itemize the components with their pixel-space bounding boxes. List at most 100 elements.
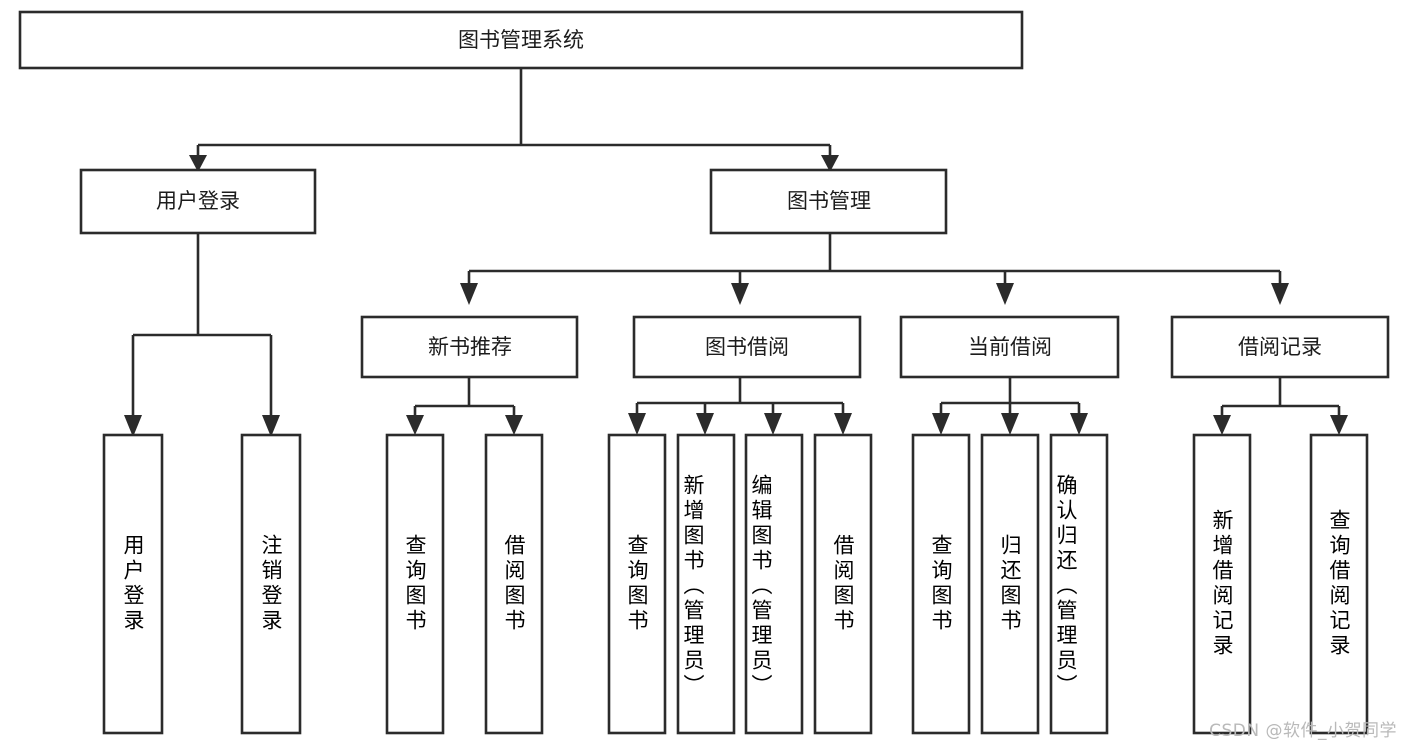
leaf-return-book-text-wrap: 归还图书 (998, 534, 1022, 634)
leaf-add-borrow-record-text-wrap: 新增借阅记录 (1210, 509, 1234, 659)
node-borrow-record-box[interactable] (1170, 315, 1390, 379)
leaf-edit-book-admin-box[interactable] (744, 433, 804, 735)
leaf-query-book-3-label: 查询图书 (929, 534, 953, 634)
node-root[interactable]: 图书管理系统 (18, 10, 1024, 70)
leaf-add-book-admin-box[interactable] (676, 433, 736, 735)
leaf-node-return-book[interactable]: 归还图书 (980, 433, 1040, 735)
leaf-confirm-return-admin-text-wrap: 确认归还（管理员） (1054, 473, 1078, 699)
leaf-query-book-1-label: 查询图书 (403, 534, 427, 634)
leaf-node-query-book-1[interactable]: 查询图书 (385, 433, 445, 735)
leaf-node-query-book-3[interactable]: 查询图书 (911, 433, 971, 735)
arrow-head-leaf-query-book-3 (932, 413, 950, 435)
connector-group-user-login (124, 233, 280, 437)
node-current-borrow-label: 当前借阅 (968, 335, 1052, 359)
leaf-query-book-2-text-wrap: 查询图书 (625, 534, 649, 634)
leaf-borrow-book-2-text-wrap: 借阅图书 (831, 534, 855, 634)
leaf-logout-login-text-wrap: 注销登录 (259, 534, 283, 634)
arrow-head-book-manage (821, 155, 839, 172)
arrow-head-borrow-record (1271, 283, 1289, 305)
node-new-book-recommend[interactable]: 新书推荐 (360, 315, 579, 379)
leaf-node-query-borrow-record[interactable]: 查询借阅记录 (1309, 433, 1369, 735)
leaf-node-user-login[interactable]: 用户登录 (102, 433, 164, 735)
arrow-head-leaf-borrow-book-2 (834, 413, 852, 435)
node-book-borrow-label: 图书借阅 (705, 335, 789, 359)
leaf-query-borrow-record-box[interactable] (1309, 433, 1369, 735)
node-root-label: 图书管理系统 (458, 28, 584, 52)
node-current-borrow[interactable]: 当前借阅 (899, 315, 1120, 379)
arrow-head-leaf-user-login (124, 415, 142, 437)
node-book-borrow[interactable]: 图书借阅 (632, 315, 862, 379)
arrow-head-leaf-query-borrow-record (1330, 415, 1348, 435)
leaf-node-logout-login[interactable]: 注销登录 (240, 433, 302, 735)
node-borrow-record-label: 借阅记录 (1238, 335, 1322, 359)
arrow-head-leaf-logout-login (262, 415, 280, 437)
arrow-head-user-login (189, 155, 207, 172)
leaf-query-book-2-label: 查询图书 (625, 534, 649, 634)
connector-group-book-borrow (628, 377, 852, 435)
node-user-login[interactable]: 用户登录 (79, 168, 317, 235)
leaf-add-book-admin-text-wrap: 新增图书（管理员） (681, 473, 705, 699)
leaf-return-book-label: 归还图书 (998, 534, 1022, 634)
leaf-user-login-box[interactable] (102, 433, 164, 735)
node-borrow-record[interactable]: 借阅记录 (1170, 315, 1390, 379)
leaf-borrow-book-1-label: 借阅图书 (502, 534, 526, 634)
arrow-head-new-book-recommend (460, 283, 478, 305)
leaf-logout-login-box[interactable] (240, 433, 302, 735)
leaf-node-edit-book-admin[interactable]: 编辑图书（管理员） (744, 433, 804, 735)
leaf-node-query-book-2[interactable]: 查询图书 (607, 433, 667, 735)
leaf-return-book-box[interactable] (980, 433, 1040, 735)
node-book-manage[interactable]: 图书管理 (709, 168, 948, 235)
arrow-head-leaf-add-borrow-record (1213, 415, 1231, 435)
arrow-head-book-borrow (731, 283, 749, 305)
leaf-edit-book-admin-label: 编辑图书（管理员） (749, 473, 773, 699)
arrow-head-leaf-borrow-book-1 (505, 415, 523, 435)
leaf-node-borrow-book-1[interactable]: 借阅图书 (484, 433, 544, 735)
leaf-borrow-book-1-text-wrap: 借阅图书 (502, 534, 526, 634)
leaf-query-book-2-box[interactable] (607, 433, 667, 735)
arrow-head-current-borrow (996, 283, 1014, 305)
leaf-query-borrow-record-label: 查询借阅记录 (1327, 509, 1351, 659)
node-current-borrow-box[interactable] (899, 315, 1120, 379)
leaf-add-book-admin-label: 新增图书（管理员） (681, 473, 705, 699)
leaf-query-book-3-box[interactable] (911, 433, 971, 735)
leaf-user-login-label: 用户登录 (121, 534, 145, 634)
leaf-query-borrow-record-text-wrap: 查询借阅记录 (1327, 509, 1351, 659)
node-user-login-box[interactable] (79, 168, 317, 235)
arrow-head-leaf-confirm-return-admin (1070, 413, 1088, 435)
node-book-manage-label: 图书管理 (787, 189, 871, 213)
leaf-node-borrow-book-2[interactable]: 借阅图书 (813, 433, 873, 735)
connector-group-new-book-recommend (406, 377, 523, 435)
leaf-edit-book-admin-text-wrap: 编辑图书（管理员） (749, 473, 773, 699)
node-new-book-recommend-box[interactable] (360, 315, 579, 379)
leaf-confirm-return-admin-box[interactable] (1049, 433, 1109, 735)
node-book-borrow-box[interactable] (632, 315, 862, 379)
arrow-head-leaf-query-book-2 (628, 413, 646, 435)
leaf-query-book-1-text-wrap: 查询图书 (403, 534, 427, 634)
leaf-node-add-book-admin[interactable]: 新增图书（管理员） (676, 433, 736, 735)
arrow-head-leaf-add-book-admin (696, 413, 714, 435)
connector-group-book-manage (460, 233, 1289, 305)
leaf-borrow-book-2-label: 借阅图书 (831, 534, 855, 634)
node-root-box[interactable] (18, 10, 1024, 70)
arrow-head-leaf-edit-book-admin (764, 413, 782, 435)
leaf-borrow-book-2-box[interactable] (813, 433, 873, 735)
leaf-user-login-text-wrap: 用户登录 (121, 534, 145, 634)
leaf-node-confirm-return-admin[interactable]: 确认归还（管理员） (1049, 433, 1109, 735)
leaf-add-borrow-record-label: 新增借阅记录 (1210, 509, 1234, 659)
leaf-node-add-borrow-record[interactable]: 新增借阅记录 (1192, 433, 1252, 735)
node-user-login-label: 用户登录 (156, 189, 240, 213)
leaf-logout-login-label: 注销登录 (259, 534, 283, 634)
leaf-confirm-return-admin-label: 确认归还（管理员） (1054, 473, 1078, 699)
arrow-head-leaf-query-book-1 (406, 415, 424, 435)
leaf-borrow-book-1-box[interactable] (484, 433, 544, 735)
leaf-query-book-1-box[interactable] (385, 433, 445, 735)
node-book-manage-box[interactable] (709, 168, 948, 235)
connector-group-current-borrow (932, 377, 1088, 435)
connector-group-root (189, 68, 839, 172)
arrow-head-leaf-return-book (1001, 413, 1019, 435)
leaf-add-borrow-record-box[interactable] (1192, 433, 1252, 735)
connector-group-borrow-record (1213, 377, 1348, 435)
node-new-book-recommend-label: 新书推荐 (428, 335, 512, 359)
